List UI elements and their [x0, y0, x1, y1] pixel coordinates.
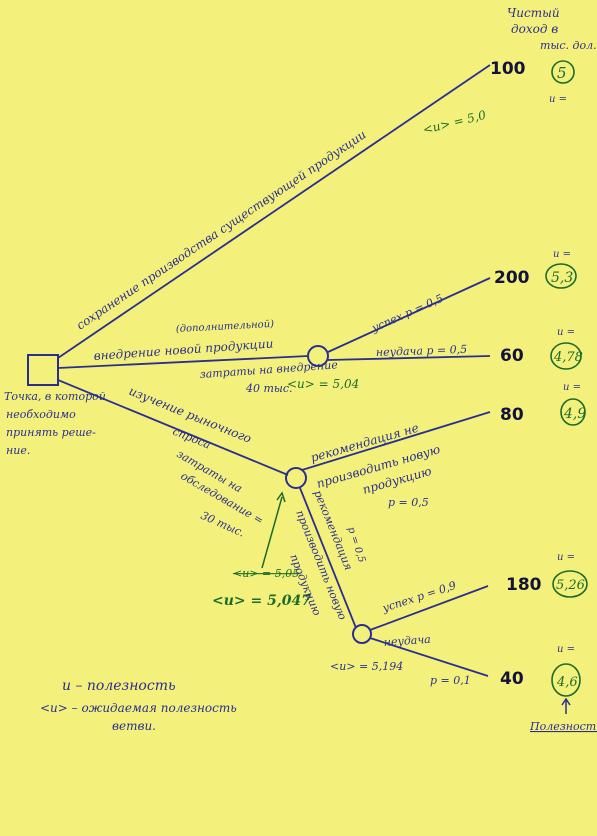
- keep-utility: 5: [557, 64, 567, 82]
- pos-success-utility: 5,26: [556, 578, 585, 593]
- header-line2: доход в: [511, 22, 558, 36]
- new-note: (дополнительной): [176, 319, 275, 335]
- footer-label: Полезность: [529, 720, 597, 733]
- header-line1: Чистый: [507, 6, 560, 20]
- neg-u-label: u =: [563, 382, 581, 393]
- header-line3: тыс. дол.: [540, 39, 597, 52]
- new-failure-u-label: u =: [557, 327, 575, 338]
- keep-value: 100: [490, 59, 526, 79]
- chance-node-pos: [352, 624, 372, 644]
- decision-node: [27, 354, 59, 386]
- edge-keep: [57, 64, 491, 359]
- pos-success-u-label: u =: [557, 552, 575, 563]
- pos-success-value: 180: [506, 575, 542, 595]
- new-success-u-label: u =: [553, 249, 571, 260]
- research-eu-struck: <u> = 5,05: [233, 567, 299, 580]
- legend-line3: ветви.: [112, 719, 156, 733]
- keep-label: сохранение производства существующей про…: [74, 127, 369, 332]
- edge-research-neg: [301, 411, 491, 471]
- neg-utility: 4,9: [563, 406, 586, 422]
- pos-success-utility-circle: [552, 570, 588, 598]
- pos-failure-value: 40: [500, 669, 524, 689]
- new-success-utility: 5,3: [551, 270, 573, 286]
- neg-prob: p = 0,5: [388, 496, 429, 509]
- new-eu: <u> = 5,04: [287, 377, 359, 391]
- keep-utility-circle: [551, 60, 575, 84]
- new-success-value: 200: [494, 268, 530, 288]
- pos-failure-label: неудача: [383, 633, 431, 649]
- edge-new-success: [327, 277, 491, 353]
- chance-node-new: [307, 345, 329, 367]
- edge-new-failure: [327, 355, 491, 361]
- new-failure-utility: 4,78: [553, 350, 583, 365]
- pos-failure-u-label: u =: [557, 644, 575, 655]
- footer-arrowhead: [561, 697, 571, 706]
- pos-eu: <u> = 5,194: [330, 660, 403, 673]
- new-success-utility-circle: [545, 263, 577, 289]
- edge-pos-success: [369, 585, 489, 631]
- pos-success-label: успех p = 0,9: [380, 579, 458, 615]
- keep-u-label: u =: [549, 94, 567, 105]
- chance-node-research: [285, 467, 307, 489]
- neg-utility-circle: [560, 398, 586, 426]
- legend-line1: u – полезность: [62, 678, 176, 694]
- legend-line2: <u> – ожидаемая полезность: [40, 701, 237, 715]
- keep-eu: <u> = 5,0: [421, 108, 487, 137]
- research-eu-arrowhead: [276, 491, 286, 503]
- decision-line2: необходимо: [6, 408, 76, 421]
- edge-pos-failure: [369, 637, 489, 677]
- new-failure-utility-circle: [550, 342, 582, 370]
- research-eu-arrow: [261, 496, 283, 569]
- neg-value: 80: [500, 405, 524, 425]
- edge-new: [57, 355, 309, 369]
- edge-research: [57, 379, 289, 476]
- pos-failure-prob: p = 0,1: [430, 674, 471, 687]
- pos-failure-utility: 4,6: [556, 675, 578, 690]
- new-failure-label: неудача p = 0,5: [376, 343, 468, 359]
- decision-line3: принять реше-: [6, 426, 96, 439]
- pos-failure-utility-circle: [551, 663, 581, 697]
- decision-line1: Точка, в которой: [4, 390, 106, 403]
- decision-line4: ние.: [6, 444, 30, 457]
- tree-edges: [57, 64, 491, 677]
- new-success-label: успех p = 0,5: [369, 292, 445, 335]
- edge-research-pos: [299, 487, 357, 629]
- new-cost2: 40 тыс.: [245, 382, 293, 395]
- new-failure-value: 60: [500, 346, 524, 366]
- research-eu: <u> = 5,047: [212, 593, 311, 609]
